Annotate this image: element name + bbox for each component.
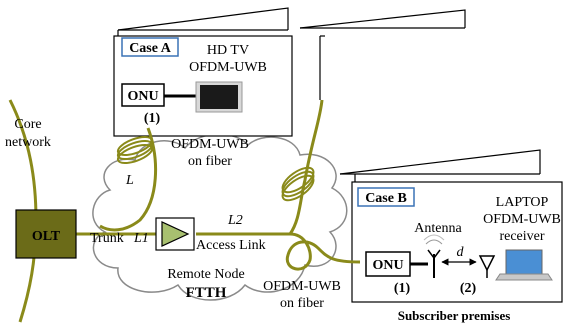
- onu-a-label: ONU: [127, 89, 158, 104]
- antenna-icon: [423, 234, 445, 278]
- trunk-var: L1: [133, 231, 149, 246]
- laptop-icon: [495, 249, 553, 281]
- onu-b-box: [365, 251, 411, 277]
- uwb-fiber-bottom-2: on fiber: [280, 296, 324, 311]
- core-network-label-2: network: [5, 135, 51, 150]
- case-b-device-line1: LAPTOP: [496, 195, 549, 210]
- case-a-point: (1): [144, 111, 161, 126]
- case-b-tag-box: [357, 187, 415, 207]
- core-network-label-1: Core: [14, 117, 41, 132]
- case-b-tag: Case B: [365, 191, 407, 206]
- case-b-device-line3: receiver: [499, 229, 544, 244]
- fiber-coil-a: [116, 135, 154, 165]
- receiver-antenna-icon: [478, 255, 496, 278]
- fiber-coil-b: [281, 166, 315, 202]
- case-a-device-line2: OFDM-UWB: [189, 60, 267, 75]
- case-a-device-line1: HD TV: [207, 43, 249, 58]
- uwb-fiber-bottom-1: OFDM-UWB: [263, 279, 341, 294]
- access-link-label: Access Link: [196, 238, 266, 253]
- uwb-fiber-top-2: on fiber: [188, 154, 232, 169]
- onu-b-label: ONU: [372, 258, 403, 273]
- fiber-to-case-a: [99, 127, 157, 232]
- olt-label: OLT: [32, 229, 61, 244]
- access-var: L2: [227, 213, 243, 228]
- case-b-point1: (1): [394, 281, 411, 296]
- remote-node-label: Remote Node: [167, 267, 244, 282]
- house-partial: [299, 9, 466, 100]
- case-a-tag: Case A: [129, 41, 172, 56]
- house-b: [339, 149, 563, 303]
- amplifier-icon: [161, 221, 190, 247]
- access-fiber: [196, 232, 361, 271]
- distance-label: d: [457, 245, 465, 260]
- ftth-label: FTTH: [186, 285, 227, 301]
- antenna-label: Antenna: [414, 221, 462, 236]
- case-b-device-line2: OFDM-UWB: [483, 212, 561, 227]
- hdtv-icon: [195, 81, 243, 113]
- fiber-to-house-partial: [288, 99, 324, 235]
- trunk-label: Trunk: [90, 231, 124, 246]
- subscriber-premises-label: Subscriber premises: [398, 308, 511, 323]
- uwb-fiber-top-1: OFDM-UWB: [171, 137, 249, 152]
- case-a-tag-box: [121, 37, 179, 57]
- olt-box: [15, 209, 77, 259]
- case-b-point2: (2): [460, 281, 477, 296]
- fiber-l-label: L: [125, 173, 134, 188]
